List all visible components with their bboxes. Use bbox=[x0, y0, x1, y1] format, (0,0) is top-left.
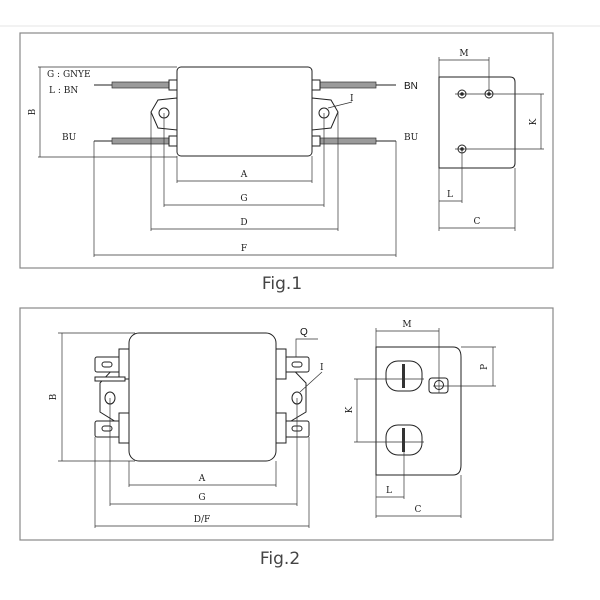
dim-i-label: I bbox=[320, 363, 324, 373]
dim-i-label: I bbox=[350, 94, 354, 104]
figure-2-frame bbox=[19, 307, 554, 541]
dim-df-label: D/F bbox=[194, 515, 211, 525]
figure-1-caption: Fig.1 bbox=[262, 274, 302, 294]
dim-f-label: F bbox=[241, 244, 247, 254]
dim-k-label: K bbox=[345, 406, 355, 413]
dimension-lines bbox=[58, 332, 323, 528]
dim-c-label: C bbox=[415, 505, 422, 515]
terminals bbox=[94, 348, 310, 444]
figure-1: A G D F B I G : GNYE L : BN BU BN BU M K… bbox=[19, 32, 554, 294]
dim-q-label: Q bbox=[300, 327, 308, 338]
filter-body bbox=[128, 332, 277, 462]
figure-2-side-view: M P K L C bbox=[345, 320, 496, 518]
figure-2-caption: Fig.2 bbox=[260, 549, 300, 569]
dimension-lines bbox=[38, 66, 397, 257]
dim-a-label: A bbox=[240, 170, 248, 180]
wire-label-bn: BN bbox=[404, 81, 418, 92]
dim-b-label: B bbox=[49, 393, 59, 400]
wire-label-bu-right: BU bbox=[404, 133, 419, 143]
legend-l: L : BN bbox=[49, 86, 78, 96]
figure-1-frame bbox=[19, 32, 554, 269]
dim-g-label: G bbox=[198, 493, 205, 503]
wires bbox=[94, 81, 396, 145]
legend-g: G : GNYE bbox=[47, 70, 91, 80]
filter-body bbox=[176, 66, 313, 157]
dim-d-label: D bbox=[240, 218, 247, 228]
dim-p-label: P bbox=[480, 364, 490, 370]
mount-ear-right bbox=[311, 97, 339, 131]
figure-2: A G D/F B Q I M P K L C Fig.2 bbox=[19, 307, 554, 569]
dim-c-label: C bbox=[474, 217, 481, 227]
dim-b-label: B bbox=[28, 108, 38, 115]
dim-m-label: M bbox=[459, 49, 468, 59]
dim-l-label: L bbox=[386, 486, 392, 496]
dim-l-label: L bbox=[447, 190, 453, 200]
figure-1-side-view: M K L C bbox=[438, 49, 544, 231]
dim-k-label: K bbox=[529, 118, 539, 125]
dim-a-label: A bbox=[198, 474, 206, 484]
dim-m-label: M bbox=[402, 320, 411, 330]
wire-label-bu-left: BU bbox=[62, 133, 77, 143]
dim-g-label: G bbox=[240, 194, 247, 204]
